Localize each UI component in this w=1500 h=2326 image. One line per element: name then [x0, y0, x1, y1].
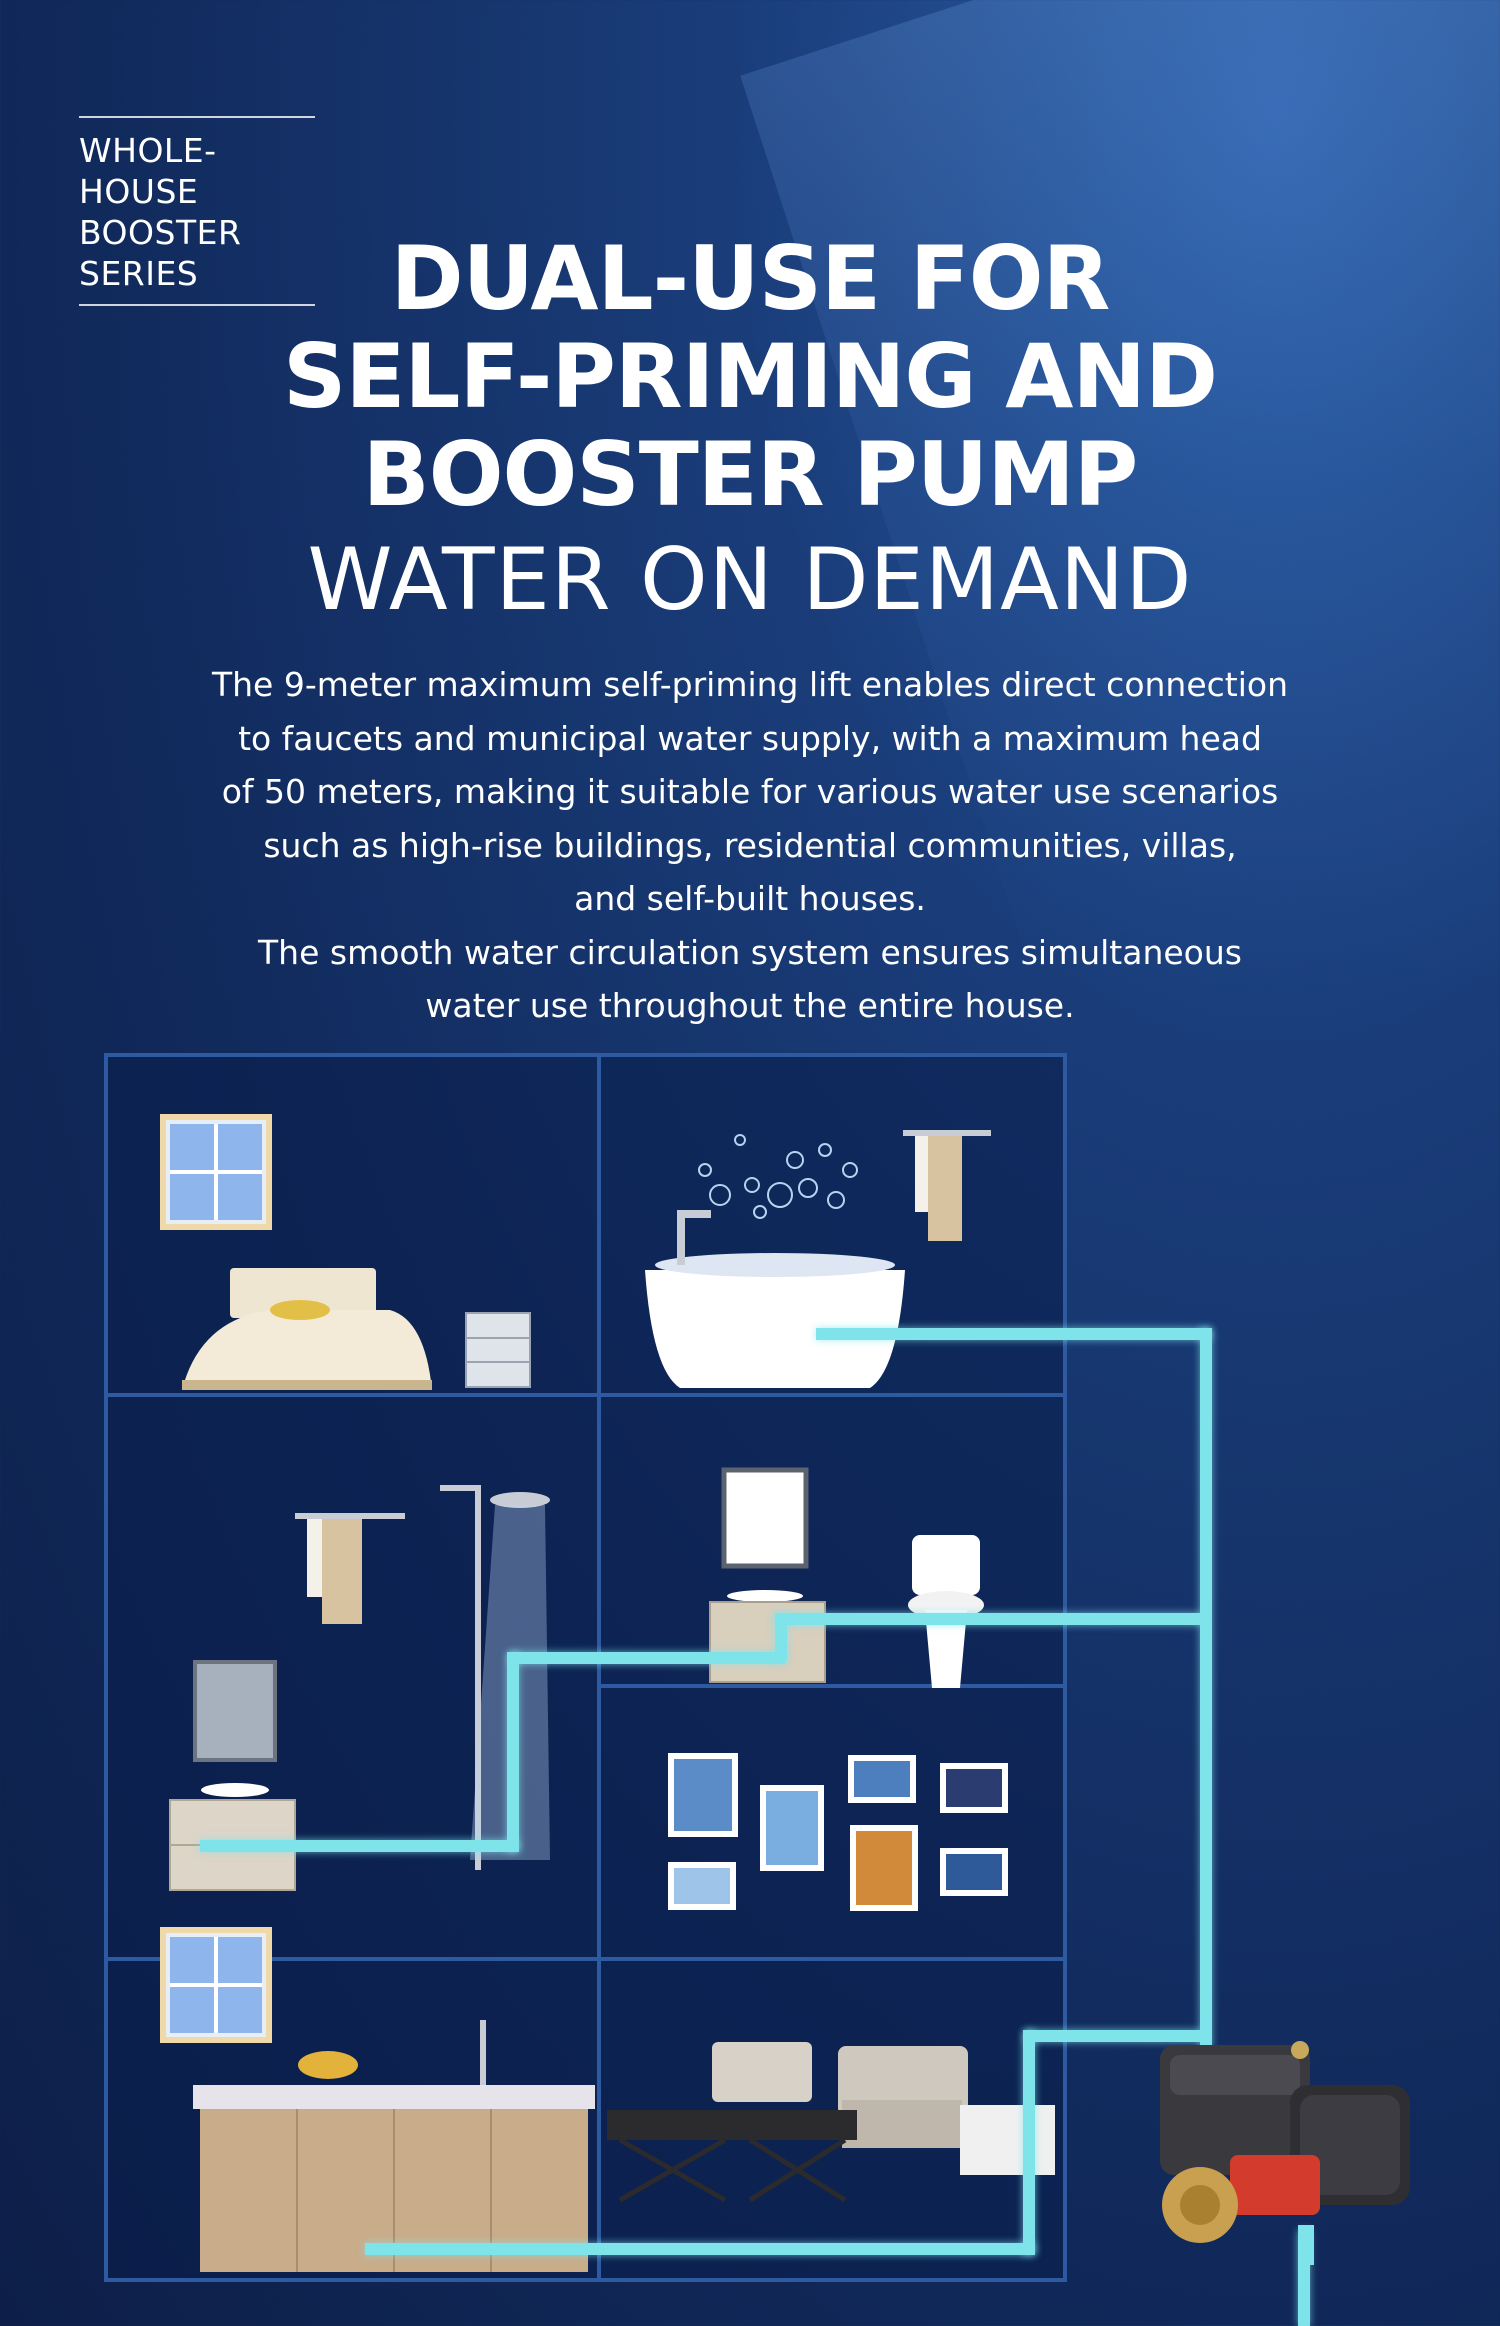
picture-frames-icon — [668, 1753, 1008, 1911]
shower-icon — [440, 1485, 550, 1870]
towel-rack-icon — [295, 1513, 405, 1624]
window-icon — [160, 1927, 272, 2043]
pipe-segment — [365, 2243, 1035, 2255]
toilet-room — [597, 1393, 1067, 1688]
pipe-segment — [1025, 2030, 1205, 2042]
pipe-segment — [775, 1613, 1205, 1625]
pipe-segment — [1023, 2030, 1035, 2255]
subheadline: WATER ON DEMAND — [307, 530, 1193, 630]
series-label-line-1: WHOLE-HOUSE — [79, 131, 217, 211]
description-line: and self-built houses. — [574, 879, 926, 918]
pipe-segment — [1200, 1328, 1212, 2048]
bubbles-icon — [698, 1134, 858, 1219]
pipe-segment — [775, 1613, 787, 1661]
description-line: such as high-rise buildings, residential… — [263, 825, 1237, 865]
series-label: WHOLE-HOUSE BOOSTER SERIES — [79, 116, 315, 306]
description-line: of 50 meters, making it suitable for var… — [221, 772, 1279, 811]
sofa-icon — [712, 2042, 1055, 2175]
window-icon — [160, 1114, 272, 1230]
bed-icon — [182, 1268, 432, 1390]
headline-line-2: SELF-PRIMING AND — [282, 325, 1218, 428]
booster-pump — [1160, 2041, 1410, 2265]
kitchen-counter-icon — [193, 2020, 595, 2272]
mirror-icon — [193, 1660, 277, 1762]
pipe-segment — [200, 1840, 519, 1852]
vanity-icon — [709, 1590, 826, 1683]
headline: DUAL-USE FOR SELF-PRIMING AND BOOSTER PU… — [0, 230, 1500, 524]
towel-rack-icon — [903, 1130, 991, 1241]
bathtub-icon — [645, 1210, 905, 1388]
description-line: to faucets and municipal water supply, w… — [238, 718, 1262, 758]
description-line: water use throughout the entire house. — [425, 986, 1075, 1025]
vanity-icon — [169, 1783, 296, 1891]
description-line: The 9-meter maximum self-priming lift en… — [211, 665, 1288, 704]
mirror-icon — [721, 1467, 809, 1569]
pipe-segment — [816, 1328, 1211, 1340]
toilet-icon — [908, 1535, 984, 1688]
headline-line-1: DUAL-USE FOR — [390, 227, 1111, 330]
pipe-segment — [507, 1652, 519, 1852]
pipe-segment — [510, 1652, 785, 1664]
series-label-line-2: BOOSTER SERIES — [79, 213, 242, 293]
description: The 9-meter maximum self-priming lift en… — [170, 658, 1330, 1033]
headline-line-3: BOOSTER PUMP — [362, 423, 1139, 526]
nightstand-icon — [465, 1312, 531, 1388]
description-line: The smooth water circulation system ensu… — [258, 932, 1242, 972]
coffee-table-icon — [607, 2110, 857, 2203]
